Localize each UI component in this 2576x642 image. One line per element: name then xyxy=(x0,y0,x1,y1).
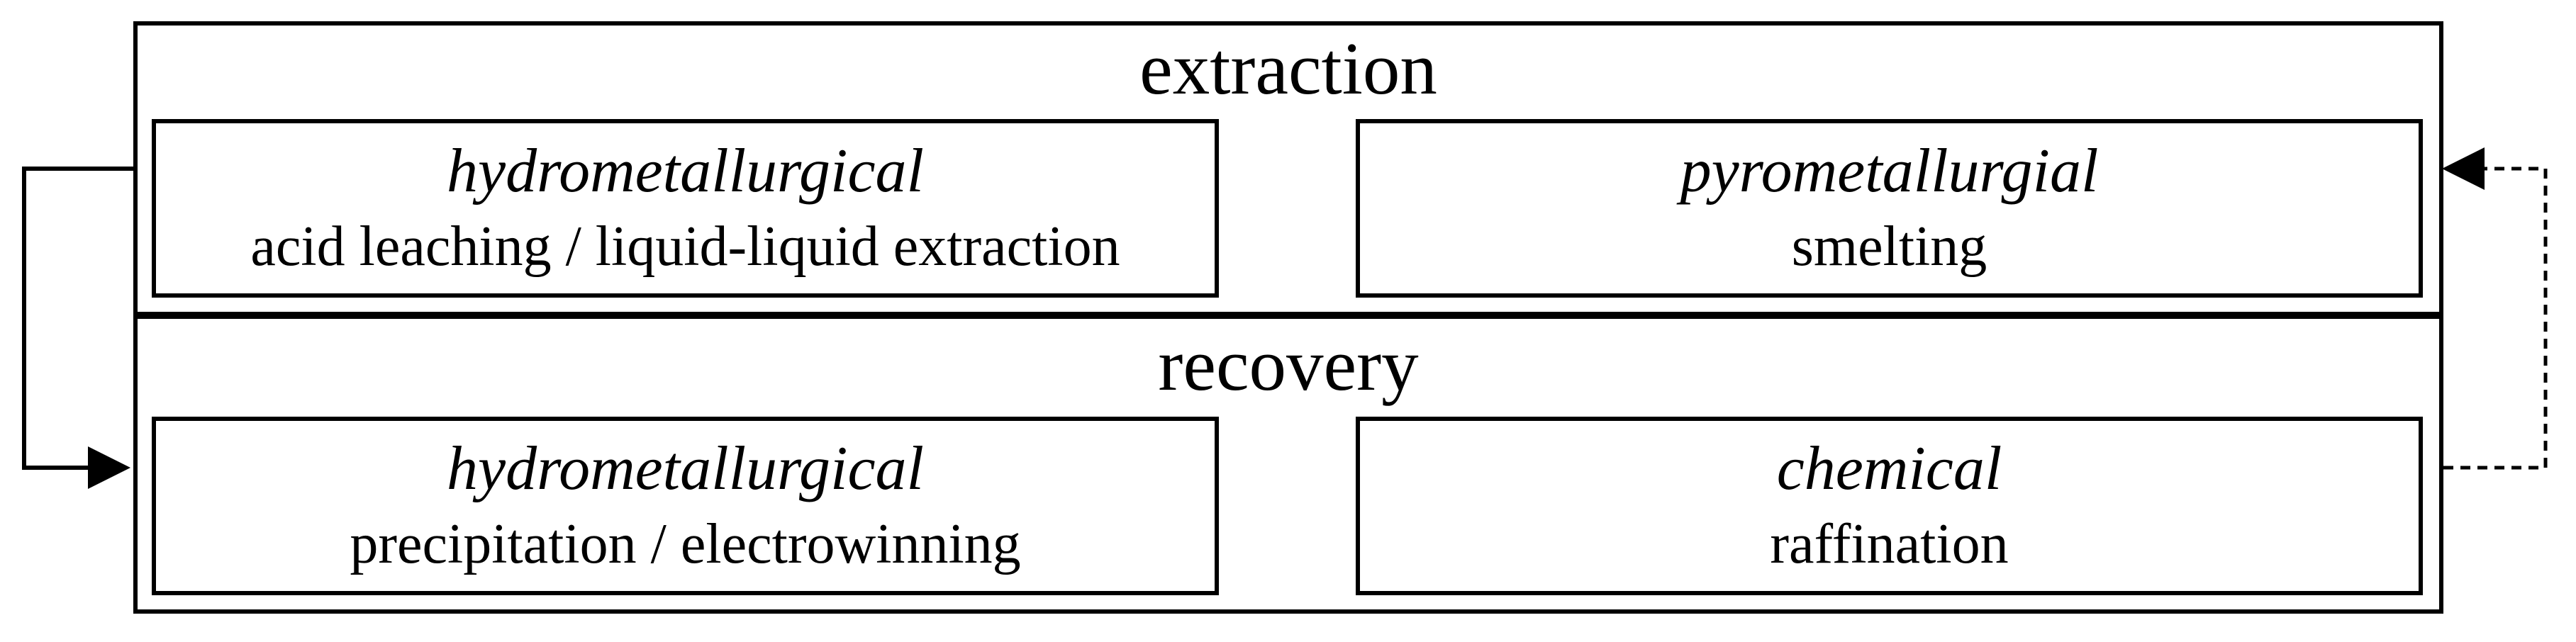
recovery-chemical-box: chemical raffination xyxy=(1356,417,2423,595)
box-method: raffination xyxy=(1770,513,2009,575)
extraction-pyrometallurgical-box: pyrometallurgial smelting xyxy=(1356,119,2423,298)
recovery-hydrometallurgical-box: hydrometallurgical precipitation / elect… xyxy=(152,417,1219,595)
box-kind: chemical xyxy=(1776,434,2002,503)
extraction-title: extraction xyxy=(1139,27,1437,110)
box-method: acid leaching / liquid-liquid extraction xyxy=(250,215,1120,278)
solid-connector-line xyxy=(22,167,133,470)
section-divider xyxy=(133,312,2443,319)
box-method: precipitation / electrowinning xyxy=(350,513,1021,575)
box-method: smelting xyxy=(1791,215,1987,278)
box-kind: hydrometallurgical xyxy=(447,434,924,503)
box-kind: pyrometallurgial xyxy=(1680,137,2099,205)
box-kind: hydrometallurgical xyxy=(447,137,924,205)
dashed-connector-line xyxy=(2443,167,2548,470)
extraction-hydrometallurgical-box: hydrometallurgical acid leaching / liqui… xyxy=(152,119,1219,298)
solid-connector-arrowhead xyxy=(88,446,130,489)
recovery-title: recovery xyxy=(1158,323,1419,406)
dashed-connector-arrowhead xyxy=(2442,147,2485,190)
